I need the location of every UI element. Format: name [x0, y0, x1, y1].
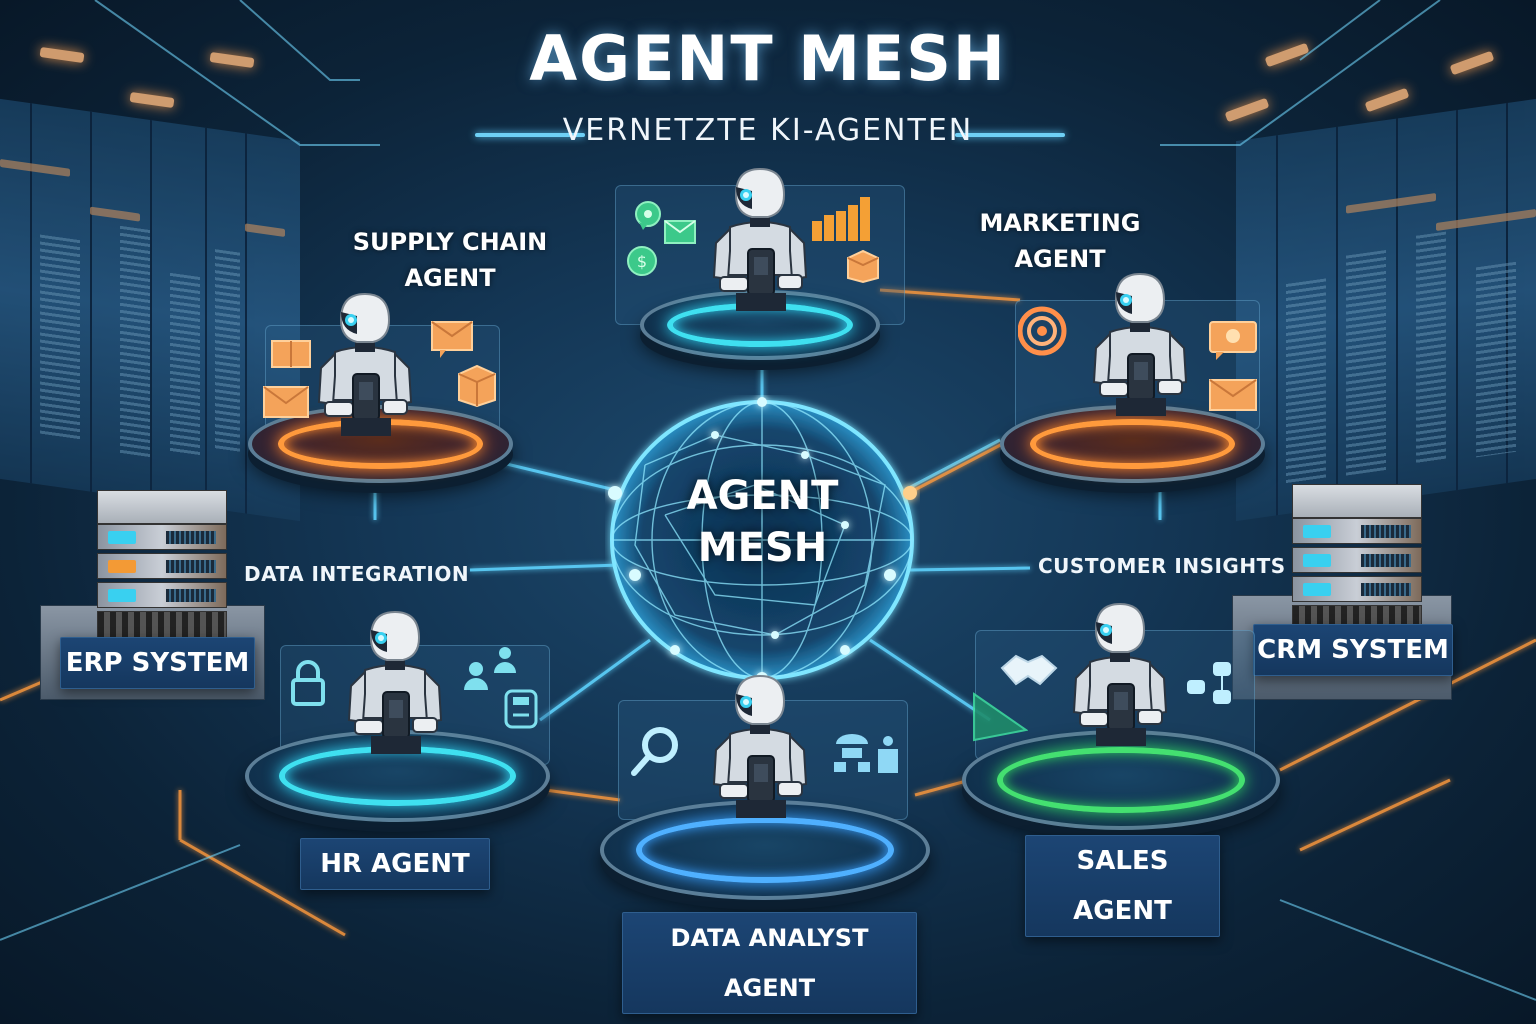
envelope-icon: [263, 386, 309, 418]
package-icon: [847, 249, 879, 284]
erp-system-label: ERP SYSTEM: [60, 637, 255, 689]
customer-insights-label: CUSTOMER INSIGHTS: [1038, 554, 1286, 578]
envelope-icon: [664, 220, 696, 244]
page-title: AGENT MESH: [529, 22, 1007, 95]
chat-bubble-icon: [1209, 321, 1257, 360]
svg-text:$: $: [637, 252, 647, 271]
package-icon: [458, 364, 496, 408]
org-chart-icon: [1187, 662, 1231, 704]
crm-server-icon[interactable]: [1292, 484, 1422, 641]
hr-platform[interactable]: [245, 730, 550, 822]
data-integration-label: DATA INTEGRATION: [244, 562, 470, 586]
user-icon: [878, 736, 898, 773]
central-robot-icon[interactable]: [700, 165, 820, 315]
envelope-icon: [1209, 379, 1257, 411]
chat-bubble-icon: [635, 201, 661, 230]
marketing-robot-icon[interactable]: [1080, 270, 1200, 420]
sales-agent-label: SALES AGENT: [1025, 835, 1220, 937]
target-icon: [1018, 306, 1067, 356]
hr-robot-icon[interactable]: [335, 608, 455, 758]
org-chart-icon: [834, 734, 870, 772]
supply-chain-robot-icon[interactable]: [305, 290, 425, 440]
chat-envelope-icon: [431, 321, 473, 358]
currency-bubble-icon: $: [627, 246, 657, 276]
hr-agent-label: HR AGENT: [300, 838, 490, 890]
marketing-agent-label: MARKETING AGENT: [979, 209, 1141, 273]
id-badge-icon: [504, 689, 538, 729]
lock-icon: [291, 660, 325, 706]
data-analyst-robot-icon[interactable]: [700, 672, 820, 822]
sales-robot-icon[interactable]: [1060, 600, 1180, 750]
subtitle-rule-left: [475, 133, 585, 137]
sales-platform[interactable]: [962, 730, 1280, 830]
hub-label: AGENT MESH: [686, 473, 839, 571]
magnifier-icon: [631, 727, 678, 776]
bar-chart-icon: [812, 197, 870, 241]
crm-system-label: CRM SYSTEM: [1253, 624, 1453, 676]
box-icon: [271, 340, 311, 368]
user-icon: [464, 662, 488, 690]
chart-icon: [973, 692, 1028, 742]
supply-chain-agent-label: SUPPLY CHAIN AGENT: [352, 228, 548, 292]
subtitle-rule-right: [955, 133, 1065, 137]
page-subtitle: VERNETZTE KI-AGENTEN: [562, 113, 974, 148]
erp-server-icon[interactable]: [97, 490, 227, 647]
handshake-icon: [1000, 654, 1058, 686]
mesh-globe-icon: [608, 397, 917, 684]
data-analyst-agent-label: DATA ANALYST AGENT: [622, 912, 917, 1014]
user-icon: [494, 647, 516, 673]
